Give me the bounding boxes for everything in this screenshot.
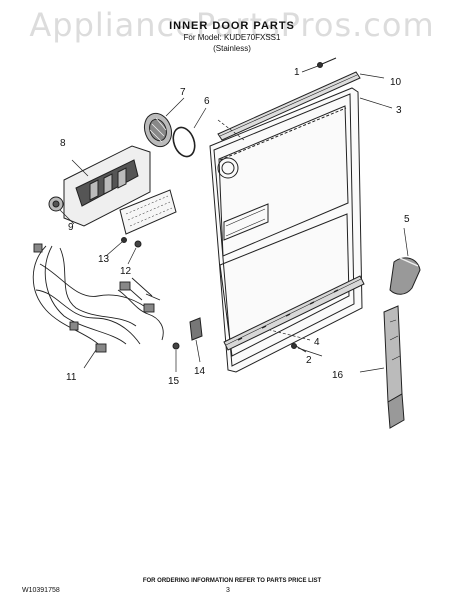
- ordering-note: FOR ORDERING INFORMATION REFER TO PARTS …: [142, 578, 322, 584]
- vent-duct: [383, 305, 405, 429]
- callout-3: 3: [396, 105, 402, 116]
- screw-13: [121, 237, 127, 243]
- vent-cover: [143, 112, 173, 148]
- watermark-text: AppliancePartsPros.com: [29, 6, 435, 44]
- model-line: For Model: KUDE70FXSS1: [183, 33, 281, 42]
- top-trim-strip: [217, 71, 361, 141]
- callout-7: 7: [180, 87, 186, 98]
- clip: [189, 317, 203, 341]
- vent-gasket: [172, 126, 196, 158]
- document-number: W10391758: [22, 587, 60, 594]
- fill-funnel: [389, 257, 421, 295]
- callout-labels: 1 2 3 4 5 6 7 8 9 10 11 12 13 14 15 16: [60, 67, 410, 387]
- callout-10: 10: [390, 77, 402, 88]
- callout-4: 4: [314, 337, 320, 348]
- callout-16: 16: [332, 370, 344, 381]
- callout-9: 9: [68, 222, 74, 233]
- callout-14: 14: [194, 366, 206, 377]
- cover-plate: [119, 189, 177, 235]
- callout-8: 8: [60, 138, 66, 149]
- control-housing: [63, 145, 151, 227]
- callout-2: 2: [306, 355, 312, 366]
- screw-1: [317, 57, 337, 68]
- callout-1: 1: [294, 67, 300, 78]
- callout-5: 5: [404, 214, 410, 225]
- callout-13: 13: [98, 254, 110, 265]
- variant-label: (Stainless): [213, 44, 251, 53]
- page-number: 3: [226, 587, 230, 594]
- screw-12: [134, 240, 142, 248]
- leader-lines: [59, 65, 409, 373]
- grommet: [48, 196, 64, 212]
- callout-15: 15: [168, 376, 180, 387]
- callout-6: 6: [204, 96, 210, 107]
- lower-door-trim: [223, 275, 365, 351]
- screw-2: [291, 343, 307, 353]
- callout-11: 11: [66, 372, 77, 383]
- screw-15: [172, 342, 180, 350]
- wire-harness: [32, 243, 164, 353]
- callout-12: 12: [120, 266, 132, 277]
- page-title: INNER DOOR PARTS: [169, 20, 295, 32]
- exploded-parts-diagram: 1 2 3 4 5 6 7 8 9 10 11 12 13 14 15 16: [32, 57, 421, 429]
